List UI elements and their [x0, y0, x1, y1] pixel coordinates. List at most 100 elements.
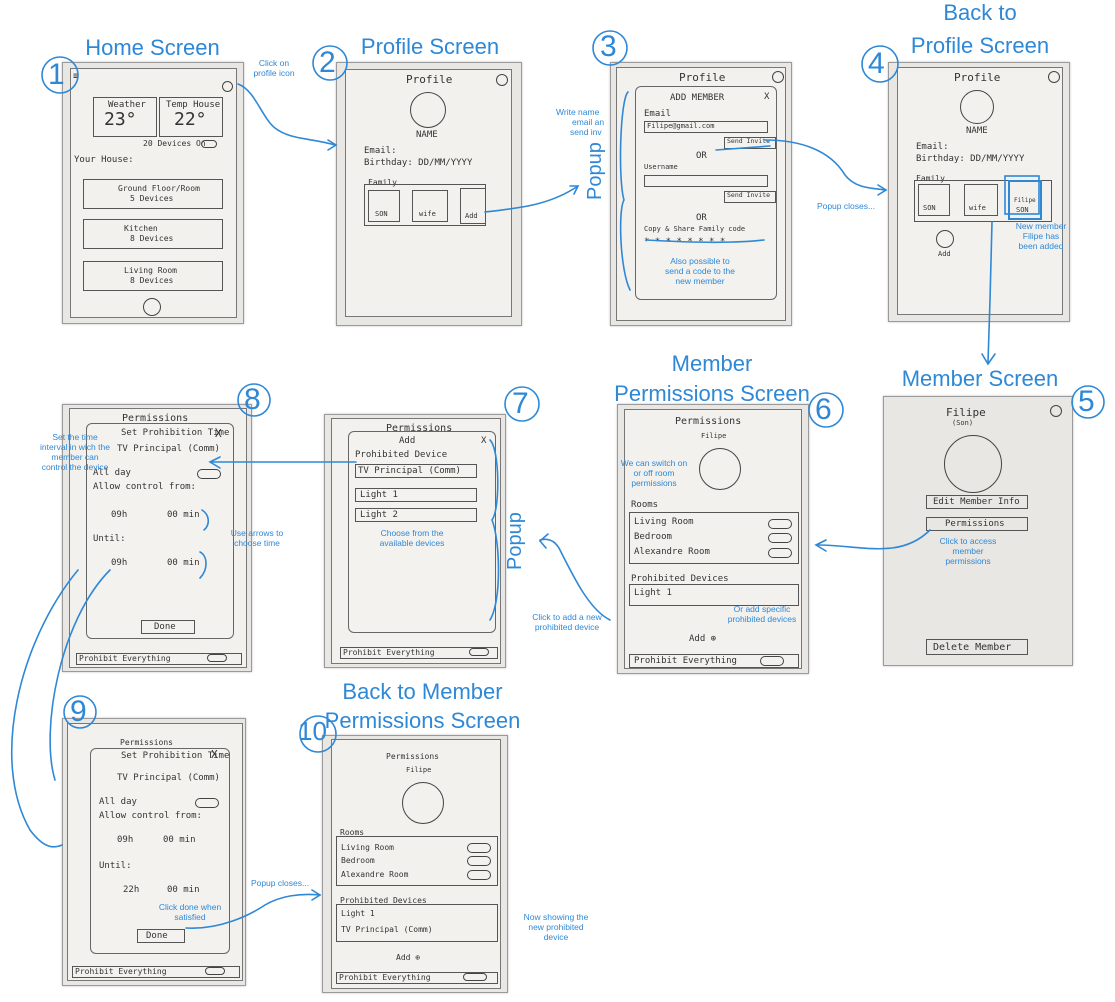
add-label: Add: [465, 212, 478, 220]
prohibit-all-toggle[interactable]: [469, 648, 489, 656]
arrow-8-9b: [49, 569, 111, 781]
done-button[interactable]: Done: [141, 620, 195, 634]
close-icon[interactable]: X: [215, 427, 222, 440]
room-card[interactable]: Ground Floor/Room 5 Devices: [83, 179, 223, 209]
note-line: prohibited devices: [727, 614, 797, 624]
send-invite-button[interactable]: Send Invite: [724, 137, 776, 149]
set-time-screen: Permissions Set Prohibition Time X TV Pr…: [62, 404, 252, 672]
set-time-frame-2: Permissions Set Prohibition Time X TV Pr…: [67, 723, 243, 981]
devices-toggle[interactable]: [201, 140, 217, 148]
profile-icon[interactable]: [222, 81, 233, 92]
family-member-son[interactable]: SON: [368, 190, 400, 222]
family-member-wife[interactable]: wife: [412, 190, 448, 222]
close-icon[interactable]: [772, 71, 784, 83]
note-line: Use arrows to: [230, 528, 284, 538]
room-toggle[interactable]: [467, 843, 491, 853]
family-member-wife[interactable]: wife: [964, 184, 998, 216]
until-minute[interactable]: 00 min: [167, 558, 200, 568]
note-switch-rooms: We can switch on or off room permissions: [614, 458, 694, 488]
family-member-filipe[interactable]: Filipe SON: [1008, 180, 1042, 220]
prohibit-everything-row: Prohibit Everything: [72, 966, 240, 978]
profile-screen: Profile NAME Email: Birthday: DD/MM/YYYY…: [336, 62, 522, 326]
room-count: 5 Devices: [130, 194, 174, 203]
prohibit-all-toggle[interactable]: [760, 656, 784, 666]
add-room-button[interactable]: [143, 298, 161, 316]
add-label: Add: [938, 250, 951, 258]
permissions-title: Permissions: [386, 423, 453, 434]
from-minute[interactable]: 00 min: [167, 510, 200, 520]
until-minute[interactable]: 00 min: [167, 885, 200, 895]
until-hour[interactable]: 09h: [111, 558, 128, 568]
device-option[interactable]: TV Principal (Comm): [355, 464, 477, 478]
prohibited-box: Light 1 TV Principal (Comm): [336, 904, 498, 942]
code-underline: [645, 239, 765, 244]
rooms-label: Rooms: [340, 828, 365, 837]
profile-back-frame: Profile NAME Email: Birthday: DD/MM/YYYY…: [897, 67, 1063, 315]
username-input[interactable]: [644, 175, 768, 187]
step-circle: [63, 695, 97, 729]
close-icon[interactable]: X: [211, 748, 218, 761]
delete-member-button[interactable]: Delete Member: [926, 639, 1028, 655]
send-invite-button-2[interactable]: Send Invite: [724, 191, 776, 203]
prohibit-everything-row: Prohibit Everything: [340, 647, 498, 659]
family-member-son[interactable]: SON: [918, 184, 950, 216]
prohibit-all-toggle[interactable]: [463, 973, 487, 981]
copy-code-label: Copy & Share Family code: [644, 225, 746, 233]
room-card[interactable]: Kitchen 8 Devices: [83, 219, 223, 249]
birthday-label: Birthday: DD/MM/YYYY: [916, 154, 1025, 164]
prohibit-all-toggle[interactable]: [205, 967, 225, 975]
close-icon[interactable]: [496, 74, 508, 86]
add-family-button[interactable]: Add: [460, 188, 486, 224]
arrow-profile-member: [987, 221, 993, 363]
from-hour[interactable]: 09h: [111, 510, 128, 520]
room-toggle[interactable]: [768, 533, 792, 543]
profile-title: Profile: [679, 71, 726, 84]
note-line: Click to access: [939, 536, 997, 546]
email-input[interactable]: Filipe@gmail.com: [644, 121, 768, 133]
room-card[interactable]: Living Room 8 Devices: [83, 261, 223, 291]
prohibit-all-label: Prohibit Everything: [79, 654, 171, 663]
email-value: Filipe@gmail.com: [647, 122, 715, 130]
note-line: member can: [51, 452, 99, 462]
menu-icon[interactable]: ≡: [73, 71, 80, 82]
room-label: Bedroom: [341, 856, 375, 865]
room-label: Living Room: [634, 517, 694, 527]
room-toggle[interactable]: [467, 856, 491, 866]
device-label: TV Principal (Comm): [117, 444, 220, 454]
add-device-button[interactable]: Add ⊕: [396, 953, 421, 962]
close-icon[interactable]: X: [764, 92, 770, 102]
edit-member-button[interactable]: Edit Member Info: [926, 495, 1028, 509]
from-minute[interactable]: 00 min: [163, 835, 196, 845]
add-family-button[interactable]: [936, 230, 954, 248]
device-option[interactable]: Light 1: [355, 488, 477, 502]
username-label: Username: [644, 163, 678, 171]
prohibit-all-toggle[interactable]: [207, 654, 227, 662]
prohibited-label: Prohibited Devices: [340, 896, 427, 905]
until-hour[interactable]: 22h: [123, 885, 140, 895]
device-option[interactable]: Light 2: [355, 508, 477, 522]
rooms-box: Living Room Bedroom Alexandre Room: [336, 836, 498, 886]
popup-title: Add: [399, 436, 416, 446]
title-profile: Profile Screen: [360, 34, 500, 59]
permissions-title: Permissions: [675, 416, 742, 427]
close-icon[interactable]: [1050, 405, 1062, 417]
permissions-button[interactable]: Permissions: [926, 517, 1028, 531]
close-icon[interactable]: X: [481, 436, 487, 446]
room-toggle[interactable]: [768, 548, 792, 558]
note-line: Click done when: [158, 902, 222, 912]
send-invite-label: Send Invite: [727, 137, 771, 145]
close-icon[interactable]: [1048, 71, 1060, 83]
room-name: Living Room: [124, 266, 177, 275]
room-toggle[interactable]: [467, 870, 491, 880]
arrow-done-back: [185, 893, 321, 929]
popup-label-7: Popup: [504, 512, 526, 570]
add-device-button[interactable]: Add ⊕: [689, 634, 717, 644]
all-day-toggle[interactable]: [195, 798, 219, 808]
from-hour[interactable]: 09h: [117, 835, 134, 845]
profile-frame: Profile NAME Email: Birthday: DD/MM/YYYY…: [345, 69, 512, 317]
all-day-toggle[interactable]: [197, 469, 221, 479]
popup-title: Set Prohibition Time: [121, 751, 230, 761]
room-toggle[interactable]: [768, 519, 792, 529]
done-button[interactable]: Done: [137, 929, 185, 943]
